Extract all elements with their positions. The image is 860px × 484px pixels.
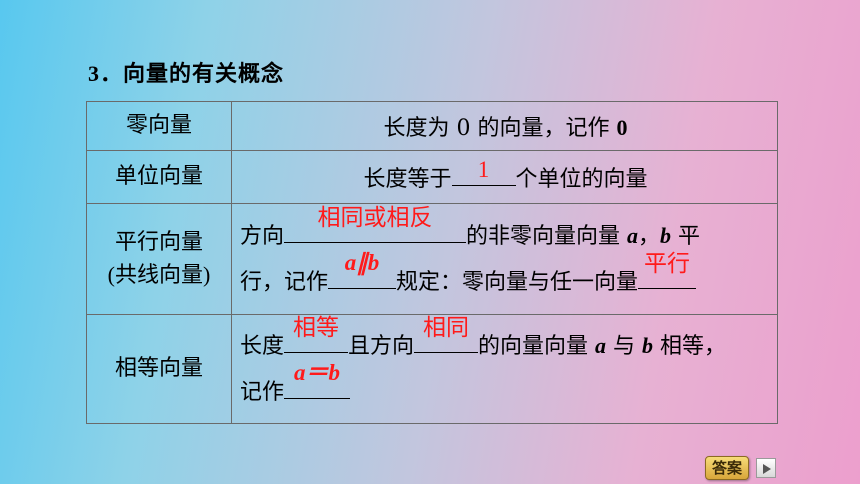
answer-button[interactable]: 答案 xyxy=(705,456,749,480)
section-heading: 3．向量的有关概念 xyxy=(88,56,284,88)
term-label: 平行向量 xyxy=(114,230,203,255)
term-cell: 平行向量 (共线向量) xyxy=(86,203,232,315)
term-label: 零向量 xyxy=(125,113,192,138)
term-sublabel: (共线向量) xyxy=(107,262,211,287)
zero-vector-symbol: 0 xyxy=(616,115,628,140)
definition-cell: 长度等于 1 个单位的向量 xyxy=(231,150,778,204)
definition-text: 的非零向量向量 xyxy=(466,223,628,249)
definition-text: 的向量向量 xyxy=(478,333,596,359)
answer-text: 相等 xyxy=(293,313,340,340)
section-number: 3． xyxy=(88,61,124,86)
punctuation: ， xyxy=(638,223,661,249)
definition-text: 记作 xyxy=(240,379,285,405)
answer-blank: 相同或相反 xyxy=(284,204,467,243)
table-row: 单位向量 长度等于 1 个单位的向量 xyxy=(86,150,778,204)
term-cell: 零向量 xyxy=(86,101,232,151)
definition-text: 且方向 xyxy=(348,333,415,359)
concept-table: 零向量 长度为 0 的向量，记作 0 单位向量 长度等于 1 个单位的向量 平行向量… xyxy=(86,101,778,424)
answer-text: 平行 xyxy=(644,249,691,276)
definition-cell: 长度为 0 的向量，记作 0 xyxy=(231,101,778,151)
term-cell: 相等向量 xyxy=(86,314,232,424)
definition-line: 行，记作 a∥b 规定：零向量与任一向量平行 xyxy=(240,250,771,306)
answer-blank: 相同 xyxy=(414,314,479,353)
definition-text: 长度等于 xyxy=(363,167,452,192)
definition-cell: 长度相等且方向相同的向量向量 a 与 b 相等， 记作 a＝b xyxy=(231,314,778,424)
answer-blank: 1 xyxy=(451,157,516,186)
definition-text: 方向 xyxy=(240,223,285,249)
definition-text: 长度 xyxy=(240,333,285,359)
definition-text: 相等， xyxy=(653,333,727,359)
definition-text: 行，记作 xyxy=(240,269,329,295)
answer-text: a∥b xyxy=(344,249,380,275)
answer-text: 1 xyxy=(477,157,490,182)
answer-text: a＝b xyxy=(294,359,341,385)
vector-a: a xyxy=(595,332,607,358)
definition-text: 长度为 0 的向量，记作 xyxy=(383,116,617,141)
answer-blank: a＝b xyxy=(284,360,351,399)
definition-line: 记作 a＝b xyxy=(240,360,771,416)
vector-b: b xyxy=(660,222,672,248)
answer-text: 相同 xyxy=(423,313,470,340)
answer-text: 相同或相反 xyxy=(317,203,433,230)
definition-text: 规定：零向量与任一向量 xyxy=(396,269,639,295)
definition-cell: 方向 相同或相反的非零向量向量 a，b 平 行，记作 a∥b 规定：零向量与任一向量平… xyxy=(231,203,778,315)
vector-a: a xyxy=(627,222,639,248)
answer-blank: a∥b xyxy=(328,250,397,289)
next-slide-icon[interactable] xyxy=(756,458,776,478)
term-label: 相等向量 xyxy=(114,356,203,381)
definition-text: 个单位的向量 xyxy=(515,167,648,192)
definition-text: 与 xyxy=(606,333,643,359)
term-cell: 单位向量 xyxy=(86,150,232,204)
table-row: 零向量 长度为 0 的向量，记作 0 xyxy=(86,101,778,151)
vector-b: b xyxy=(642,332,654,358)
section-title: 向量的有关概念 xyxy=(123,61,285,87)
answer-blank: 相等 xyxy=(284,314,349,353)
definition-line: 长度相等且方向相同的向量向量 a 与 b 相等， xyxy=(240,314,771,370)
table-row: 相等向量 长度相等且方向相同的向量向量 a 与 b 相等， 记作 a＝b xyxy=(86,314,778,424)
table-row: 平行向量 (共线向量) 方向 相同或相反的非零向量向量 a，b 平 行，记作 a∥b… xyxy=(86,203,778,315)
answer-blank: 平行 xyxy=(638,250,697,289)
definition-line: 方向 相同或相反的非零向量向量 a，b 平 xyxy=(240,204,771,260)
definition-text: 平 xyxy=(671,223,701,249)
term-label: 单位向量 xyxy=(114,164,203,189)
